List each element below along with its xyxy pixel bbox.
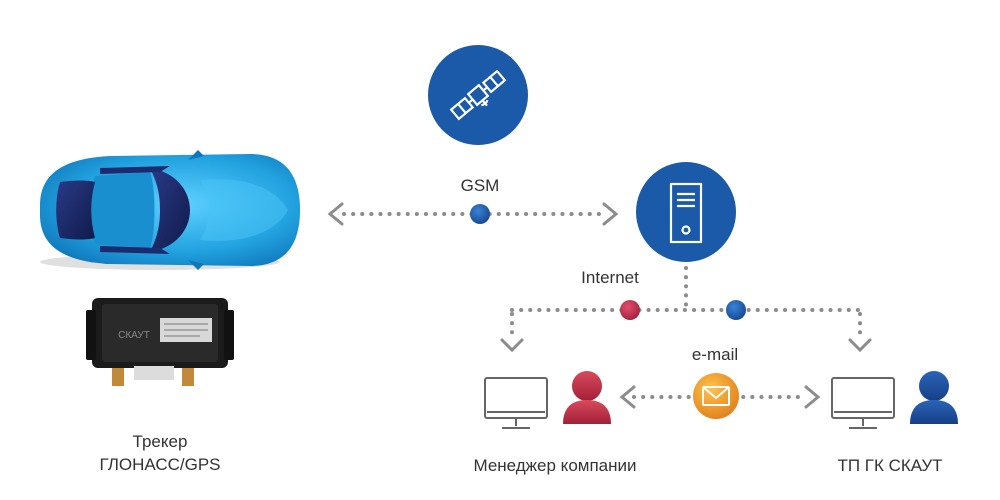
email-label: e-mail	[691, 345, 739, 364]
gsm-label: GSM	[460, 176, 500, 195]
monitor-icon	[484, 377, 548, 429]
server-node	[636, 162, 736, 262]
satellite-node	[428, 45, 528, 145]
gsm-connection	[327, 202, 619, 226]
server-icon	[669, 182, 703, 244]
envelope-icon	[702, 386, 730, 406]
monitor-icon	[831, 377, 895, 429]
manager-label: Менеджер компании	[473, 456, 637, 475]
car-image	[40, 150, 300, 270]
internet-label: Internet	[581, 268, 639, 287]
device-brand-text: СКАУТ	[118, 330, 150, 341]
email-connection	[619, 373, 821, 419]
support-label: ТП ГК СКАУТ	[837, 456, 943, 475]
internet-connection	[500, 266, 872, 353]
tracker-device-image: СКАУТ	[86, 298, 234, 386]
tracker-label-line2: ГЛОНАСС/GPS	[99, 455, 221, 474]
person-icon	[563, 371, 611, 424]
internet-dot-blue	[726, 300, 746, 320]
tracker-label-line1: Трекер	[132, 432, 188, 451]
person-icon	[910, 371, 958, 424]
internet-dot-red	[620, 300, 640, 320]
gsm-dot	[470, 204, 490, 224]
satellite-icon	[449, 69, 507, 121]
